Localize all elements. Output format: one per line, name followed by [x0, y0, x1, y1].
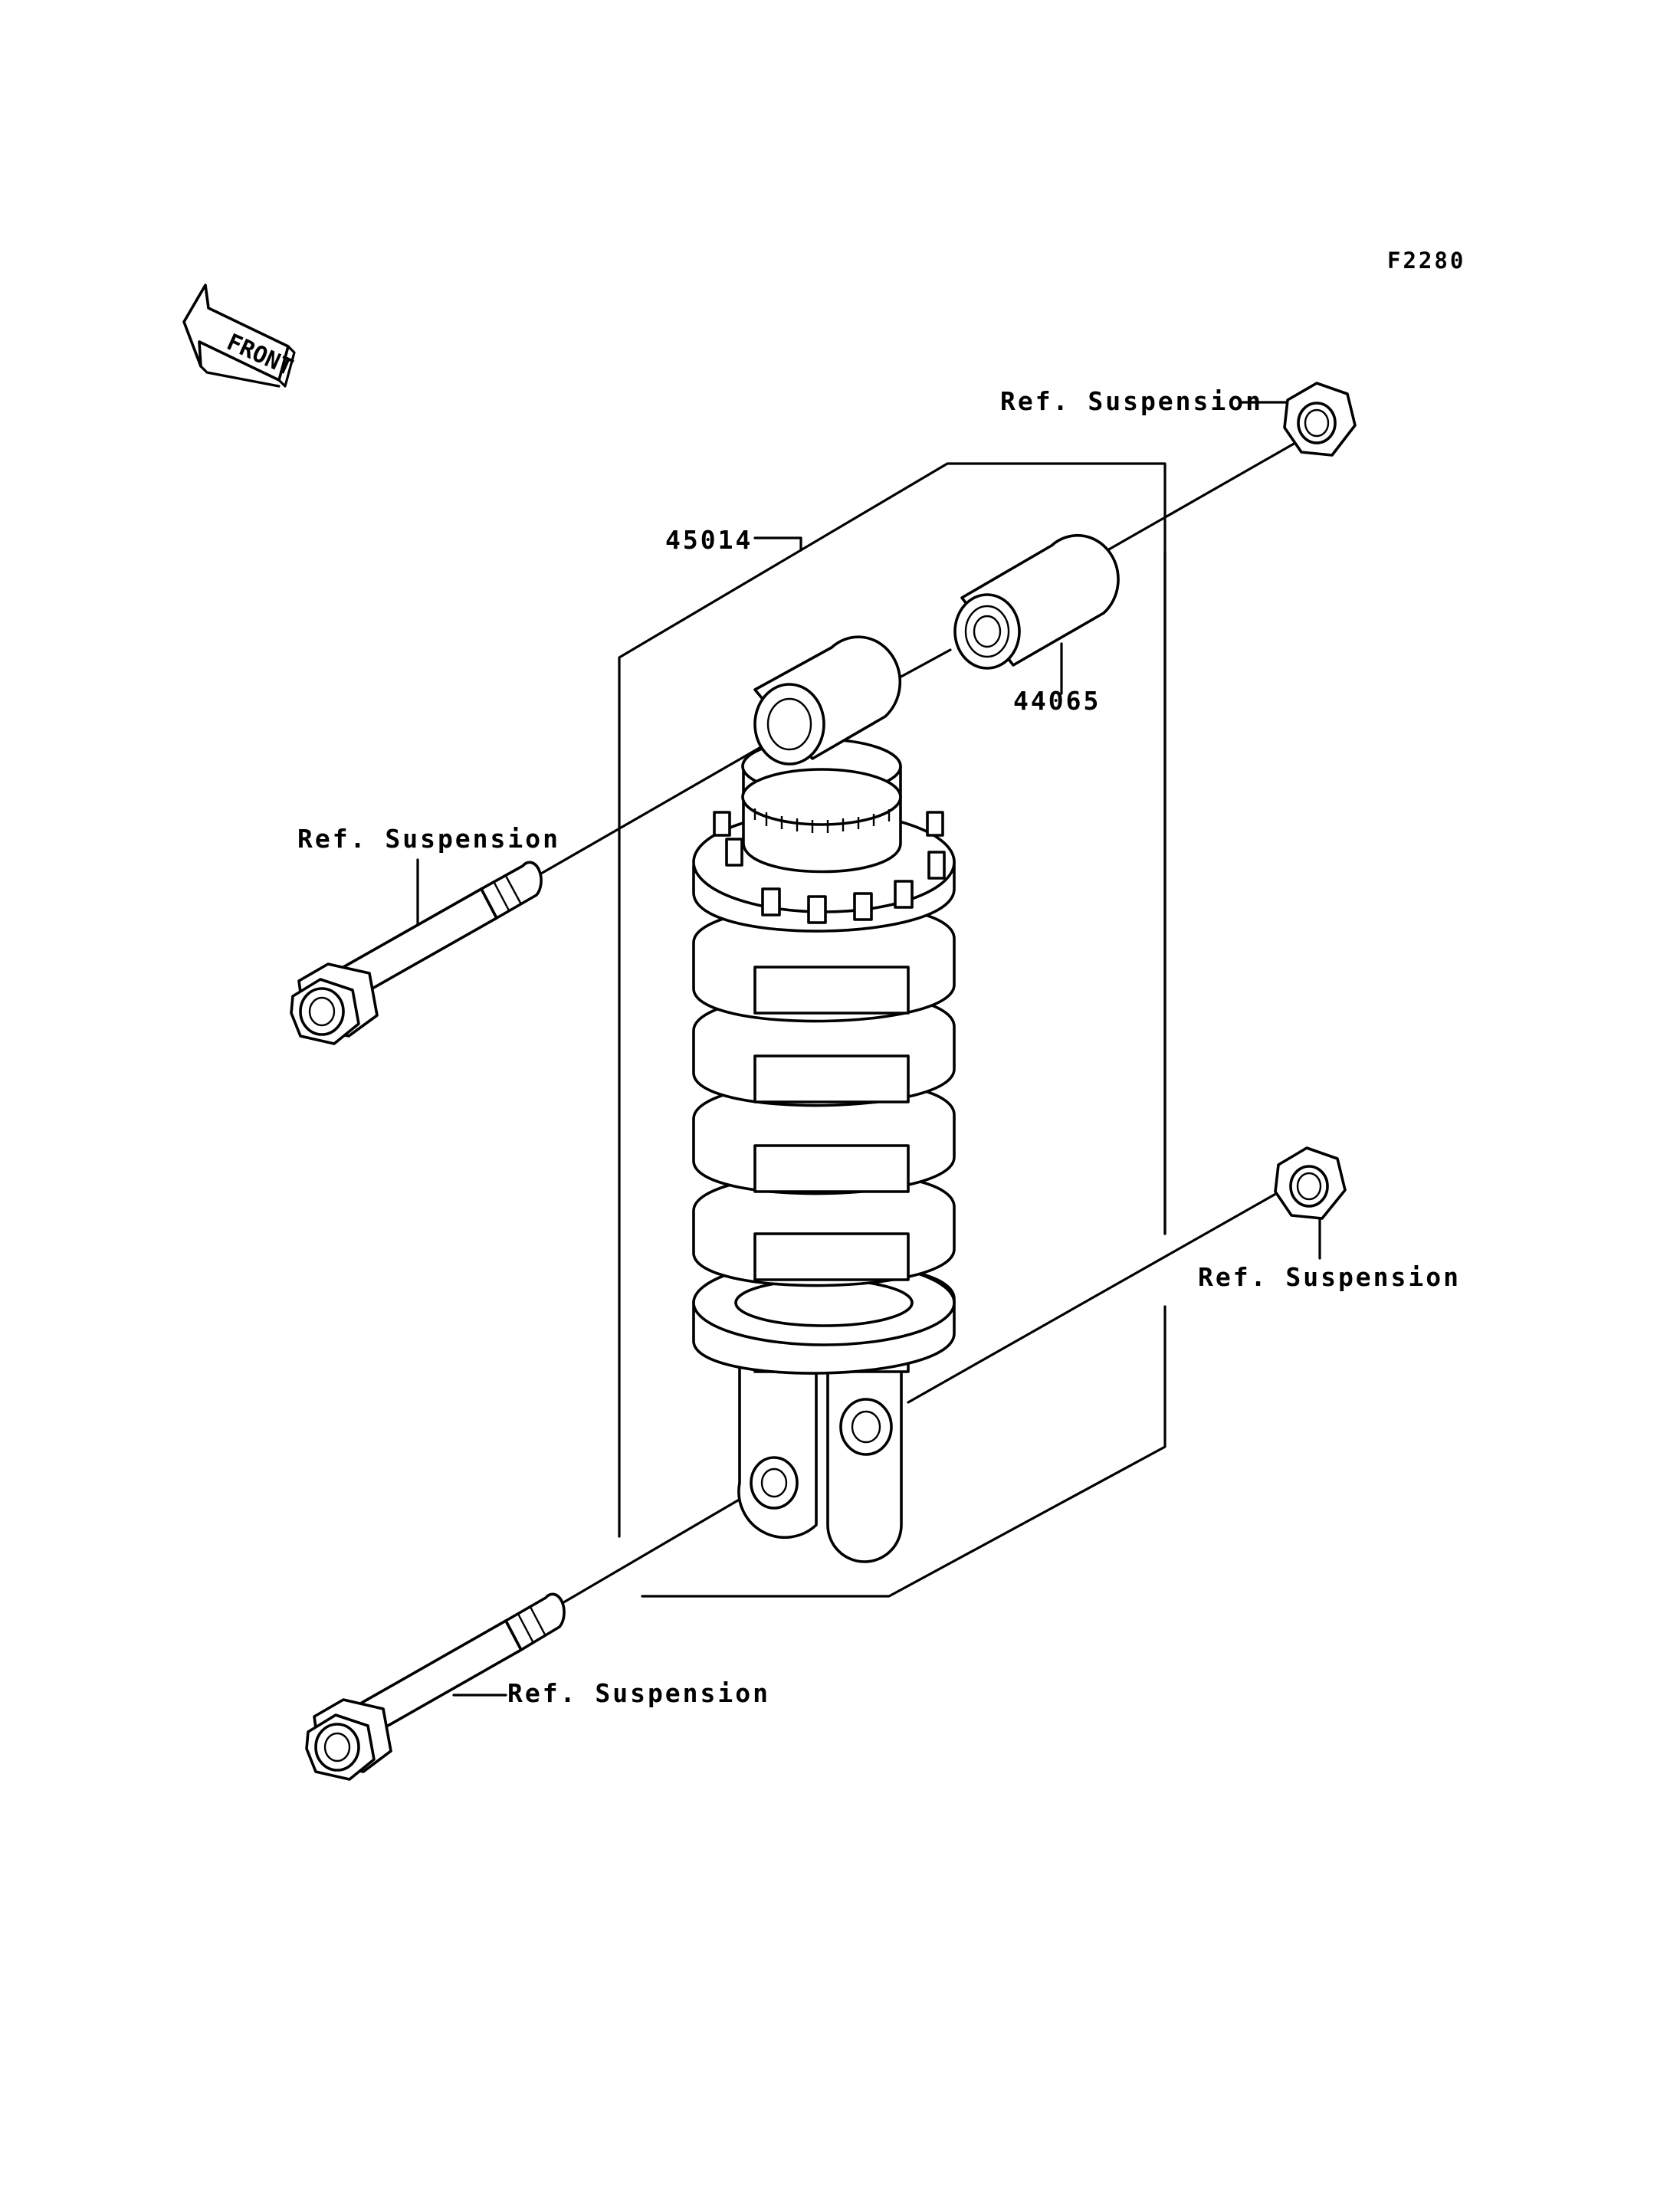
upper-bolt-icon [290, 861, 543, 1045]
ref-label-upper-bolt[interactable]: Ref. Suspension [297, 824, 561, 854]
upper-nut-icon [1283, 382, 1357, 457]
coil-spring-icon [692, 903, 956, 1375]
figure-code: F2280 [1387, 248, 1466, 274]
lower-bolt-icon [305, 1592, 566, 1781]
lower-nut-icon [1274, 1146, 1347, 1220]
part-number-44065: 44065 [1013, 686, 1101, 716]
part-number-45014: 45014 [665, 525, 753, 555]
assembly-bracket [618, 462, 1166, 1598]
shock-absorber-icon [692, 635, 956, 1563]
ref-label-upper-nut[interactable]: Ref. Suspension [1000, 386, 1264, 416]
ref-label-lower-bolt[interactable]: Ref. Suspension [507, 1678, 771, 1708]
bushing-icon [953, 533, 1120, 670]
leader-lines [416, 401, 1321, 1697]
front-direction-arrow-icon: FRONT [182, 284, 297, 388]
ref-label-lower-nut[interactable]: Ref. Suspension [1198, 1262, 1462, 1292]
